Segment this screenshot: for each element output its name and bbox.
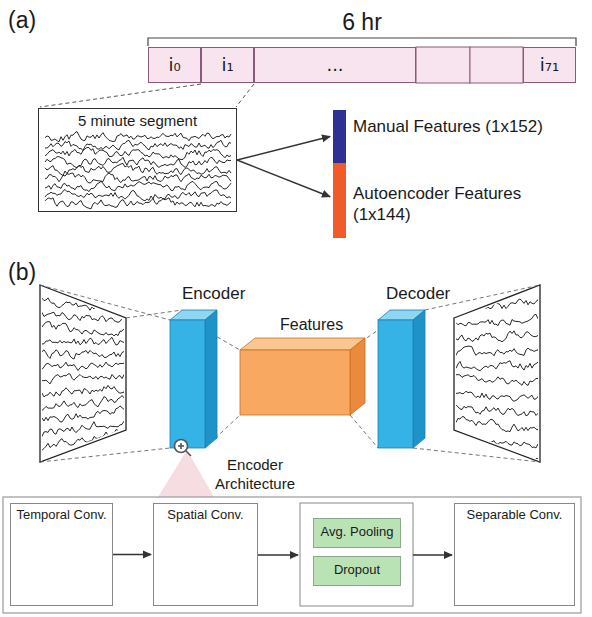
eeg-trace bbox=[40, 337, 128, 345]
projection-lines bbox=[40, 285, 540, 462]
panel-letter: (a) bbox=[8, 6, 48, 35]
eeg-trace bbox=[40, 312, 128, 322]
eeg-trace bbox=[45, 173, 231, 183]
node-text: Separable Conv. bbox=[455, 504, 574, 526]
encoder-block: Encoder bbox=[168, 284, 263, 450]
timeline-cell: ... bbox=[254, 47, 416, 83]
panel-letter: (b) bbox=[8, 258, 48, 287]
duration-label: 6 hr bbox=[312, 8, 412, 37]
eeg-trace bbox=[452, 314, 542, 326]
eeg-trace bbox=[452, 444, 542, 465]
layer-panel bbox=[300, 503, 413, 606]
timeline-cell: i₀ bbox=[148, 47, 201, 83]
architecture-frame bbox=[3, 497, 581, 613]
timeline-cell: i₁ bbox=[201, 47, 254, 83]
eeg-trace bbox=[452, 375, 542, 386]
section-label: Encoder Architecture bbox=[205, 456, 305, 494]
feature-bar: Autoencoder Features (1x144) bbox=[333, 163, 346, 238]
node-text: i₀ bbox=[149, 48, 200, 82]
eeg-traces bbox=[45, 132, 231, 209]
layer-panel: Separable Conv. bbox=[454, 503, 575, 606]
eeg-traces bbox=[452, 299, 542, 480]
node-text: Decoder bbox=[386, 284, 450, 304]
eeg-trace bbox=[45, 132, 231, 142]
timeline-cell bbox=[416, 47, 470, 83]
duration-bracket bbox=[148, 38, 576, 46]
eeg-trace bbox=[452, 299, 542, 315]
eeg-trace bbox=[45, 140, 231, 150]
node-text: ... bbox=[255, 48, 415, 82]
timeline-cell bbox=[470, 47, 523, 83]
decoder-block: Decoder bbox=[376, 284, 471, 450]
eeg-traces bbox=[40, 297, 128, 451]
feature-block: Features bbox=[240, 316, 366, 416]
eeg-trace bbox=[452, 417, 542, 433]
node-text: Features bbox=[280, 316, 343, 334]
zoom-wedge bbox=[158, 450, 214, 497]
node-text: Temporal Conv. bbox=[11, 504, 112, 526]
node-text: Autoencoder Features (1x144) bbox=[353, 183, 543, 226]
eeg-trace bbox=[45, 157, 231, 168]
eeg-trace bbox=[452, 361, 542, 371]
eeg-trace bbox=[452, 346, 542, 357]
operation-box: Avg. Pooling bbox=[313, 518, 401, 548]
eeg-trace bbox=[40, 396, 128, 411]
node-text: Manual Features (1x152) bbox=[353, 116, 543, 137]
eeg-trace bbox=[40, 425, 128, 451]
eeg-trace bbox=[452, 391, 542, 401]
eeg-trace bbox=[40, 297, 128, 312]
encoder-block bbox=[170, 310, 217, 448]
flow-arrow bbox=[237, 137, 330, 161]
eeg-sheet bbox=[40, 285, 126, 462]
eeg-trace bbox=[45, 148, 231, 160]
eeg-trace bbox=[45, 190, 231, 201]
eeg-trace bbox=[40, 374, 128, 384]
eeg-trace bbox=[40, 385, 128, 397]
eeg-trace bbox=[45, 181, 231, 191]
operation-box: Dropout bbox=[313, 556, 401, 586]
eeg-trace bbox=[40, 419, 128, 436]
eeg-trace bbox=[452, 405, 542, 416]
eeg-trace bbox=[40, 362, 128, 370]
node-text: Dropout bbox=[314, 557, 400, 583]
eeg-trace bbox=[452, 432, 542, 448]
node-text: Spatial Conv. bbox=[154, 504, 257, 526]
eeg-trace bbox=[40, 322, 128, 336]
eeg-sheet bbox=[454, 285, 540, 462]
eeg-trace bbox=[45, 198, 231, 209]
node-text: 5 minute segment bbox=[39, 109, 236, 133]
eeg-trace bbox=[452, 331, 542, 342]
zoom-lines bbox=[40, 84, 254, 107]
layer-panel: Temporal Conv. bbox=[10, 503, 113, 606]
segment-box: 5 minute segment bbox=[38, 108, 237, 212]
decoder-block bbox=[378, 310, 425, 448]
flow-arrow bbox=[113, 554, 151, 555]
layer-panel: Spatial Conv. bbox=[153, 503, 258, 606]
timeline-cell: i₇₁ bbox=[523, 47, 576, 83]
node-text: i₁ bbox=[202, 48, 253, 82]
feature-bar: Manual Features (1x152) bbox=[333, 110, 346, 163]
magnifier-icon bbox=[175, 440, 192, 457]
node-text: Avg. Pooling bbox=[314, 519, 400, 545]
feature-block bbox=[240, 338, 365, 415]
eeg-trace bbox=[452, 462, 542, 481]
eeg-trace bbox=[40, 406, 128, 422]
flow-arrow bbox=[237, 160, 330, 197]
node-text: Encoder bbox=[182, 284, 245, 304]
eeg-trace bbox=[40, 350, 128, 359]
node-text: i₇₁ bbox=[524, 48, 575, 82]
